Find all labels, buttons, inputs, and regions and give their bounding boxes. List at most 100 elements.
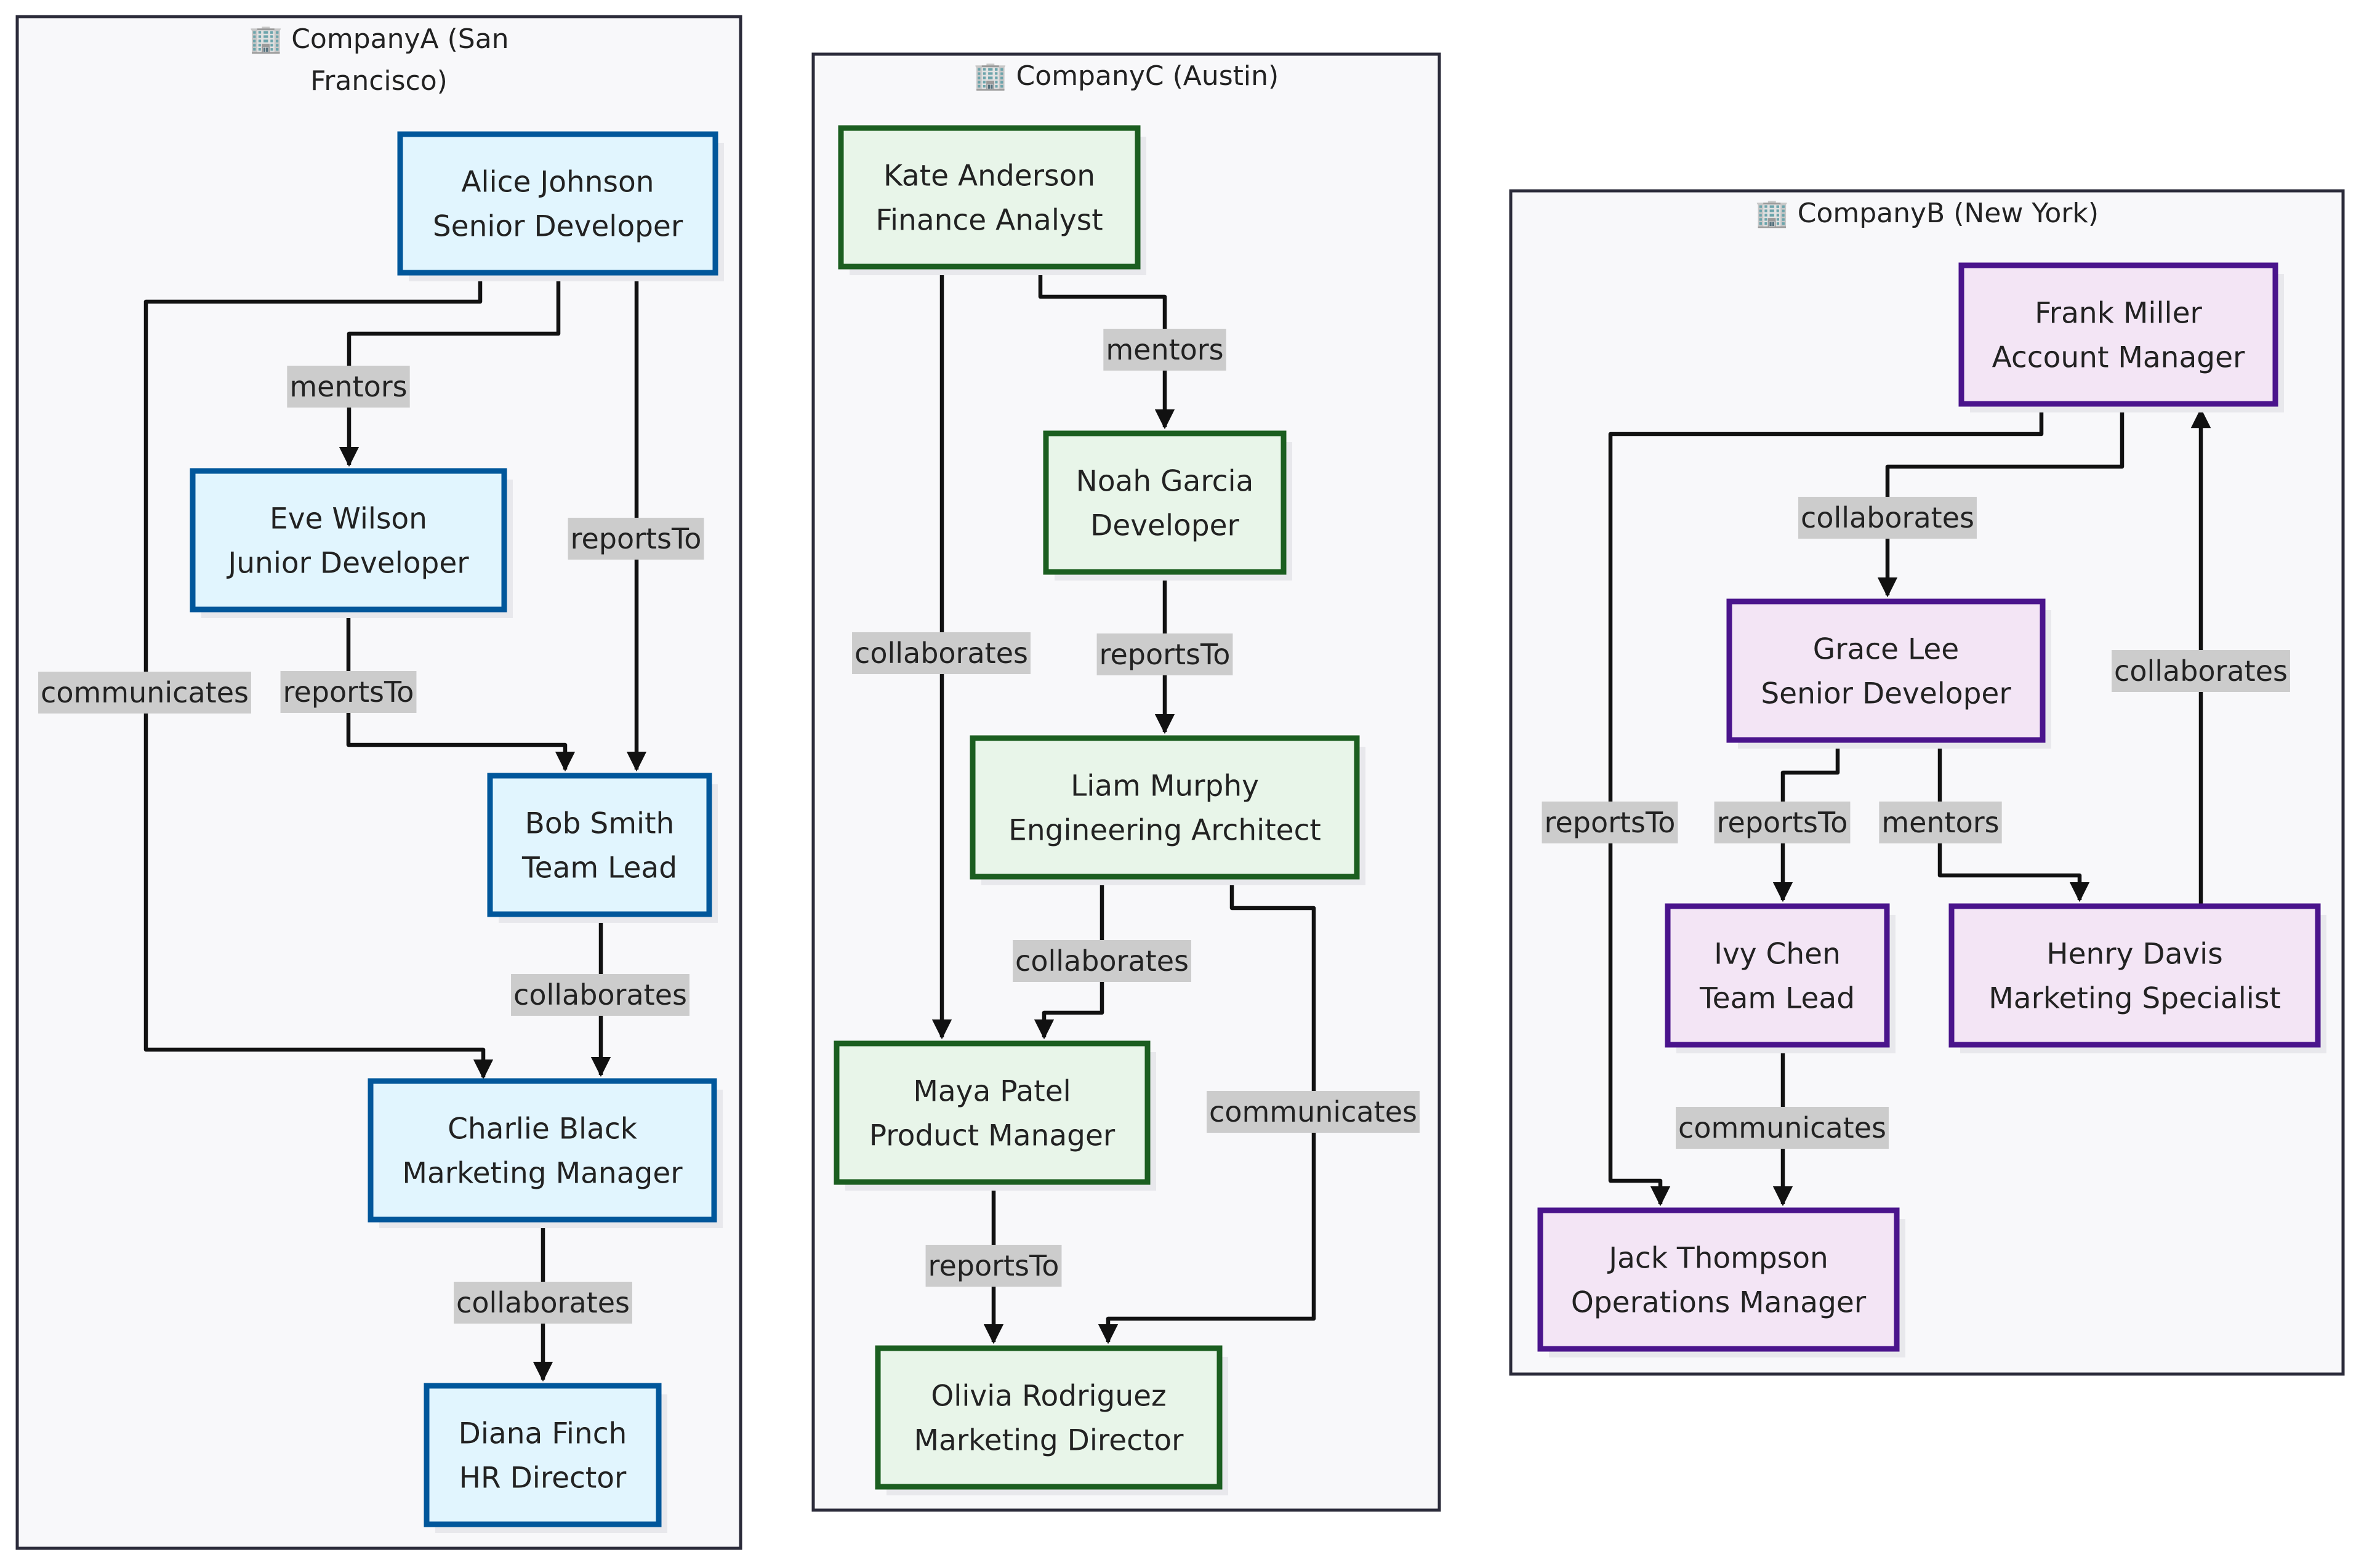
node-box[interactable] (970, 735, 1360, 880)
node-box[interactable] (1665, 903, 1890, 1048)
node-role: Junior Developer (226, 547, 469, 581)
node-role: Marketing Director (914, 1424, 1184, 1458)
edge-label-background (2112, 650, 2290, 692)
node-role: Senior Developer (1761, 677, 2011, 711)
edge-label-text: collaborates (1015, 944, 1189, 978)
edge-label-background (568, 518, 704, 560)
edge-label-text: reportsTo (1545, 806, 1676, 839)
node-name: Bob Smith (525, 807, 675, 841)
edge-label-liam-maya: collaborates (1013, 940, 1191, 982)
edge-label-alice-eve: mentors (287, 366, 410, 408)
node-box[interactable] (834, 1040, 1151, 1185)
node-name: Eve Wilson (270, 502, 427, 536)
cluster-title: 🏢 CompanyB (New York) (1755, 198, 2099, 229)
edge-label-kate-noah: mentors (1103, 329, 1226, 371)
node-role: Engineering Architect (1008, 814, 1321, 848)
node-box[interactable] (368, 1078, 717, 1223)
edge-label-grace-henry: mentors (1879, 802, 2002, 843)
node-name: Kate Anderson (883, 159, 1095, 193)
edge-label-text: communicates (1678, 1111, 1886, 1144)
edge-label-liam-olivia: communicates (1207, 1091, 1420, 1133)
node-role: Marketing Specialist (1988, 982, 2281, 1016)
edge-label-background (1798, 497, 1977, 539)
node-name: Jack Thompson (1607, 1242, 1828, 1276)
edge-label-text: collaborates (513, 978, 687, 1011)
edge-label-text: collaborates (456, 1286, 630, 1319)
edge-label-bob-charlie: collaborates (511, 974, 690, 1016)
edge-label-text: reportsTo (1717, 806, 1848, 839)
edge-label-background (1879, 802, 2002, 843)
node-role: Account Manager (1992, 341, 2245, 375)
edge-label-text: reportsTo (928, 1249, 1059, 1282)
node-box[interactable] (1043, 430, 1287, 575)
edge-label-text: communicates (1209, 1095, 1417, 1128)
node-box[interactable] (838, 125, 1141, 270)
edge-label-background (1542, 802, 1678, 843)
edge-label-background (280, 671, 417, 713)
edge-label-frank-grace: collaborates (1798, 497, 1977, 539)
node-role: Marketing Manager (402, 1157, 683, 1191)
edge-label-text: communicates (41, 676, 249, 709)
node-box[interactable] (1958, 262, 2278, 407)
node-name: Noah Garcia (1076, 465, 1254, 499)
node-role: Team Lead (1699, 982, 1855, 1016)
node-role: Finance Analyst (875, 204, 1103, 238)
node-name: Charlie Black (448, 1112, 638, 1146)
node-role: Operations Manager (1571, 1286, 1867, 1320)
node-name: Henry Davis (2046, 938, 2222, 971)
edge-label-background (38, 672, 251, 714)
node-box[interactable] (487, 773, 712, 917)
node-name: Frank Miller (2035, 297, 2202, 331)
node-role: Product Manager (869, 1119, 1116, 1153)
edge-label-henry-frank: collaborates (2112, 650, 2290, 692)
node-box[interactable] (875, 1345, 1223, 1490)
edge-label-text: reportsTo (283, 675, 414, 709)
edge-label-charlie-diana: collaborates (454, 1282, 632, 1324)
node-box[interactable] (424, 1383, 662, 1527)
cluster-title: 🏢 CompanyC (Austin) (974, 60, 1279, 92)
node-box[interactable] (1948, 903, 2321, 1048)
edge-label-background (287, 366, 410, 408)
edge-label-background (454, 1282, 632, 1324)
node-name: Diana Finch (459, 1417, 627, 1451)
edge-label-background (1207, 1091, 1420, 1133)
edge-label-kate-maya: collaborates (852, 632, 1031, 674)
node-name: Liam Murphy (1071, 770, 1259, 803)
node-box[interactable] (1726, 598, 2046, 743)
edge-label-background (1676, 1107, 1889, 1149)
node-name: Grace Lee (1813, 633, 1959, 667)
edge-label-text: mentors (1881, 806, 1999, 839)
node-name: Alice Johnson (461, 166, 654, 199)
node-box[interactable] (1537, 1207, 1900, 1352)
edge-label-ivy-jack: communicates (1676, 1107, 1889, 1149)
edge-label-text: mentors (289, 370, 407, 403)
cluster-title: Francisco) (310, 65, 448, 97)
edge-label-grace-ivy: reportsTo (1714, 802, 1851, 843)
edge-label-noah-liam: reportsTo (1096, 633, 1233, 675)
edge-label-background (1714, 802, 1851, 843)
edge-label-background (511, 974, 690, 1016)
edge-label-background (852, 632, 1031, 674)
node-name: Olivia Rodriguez (931, 1380, 1166, 1413)
node-box[interactable] (190, 468, 507, 613)
node-box[interactable] (397, 131, 718, 276)
edge-label-text: collaborates (854, 637, 1028, 670)
cluster-title: 🏢 CompanyA (San (249, 23, 509, 55)
node-role: Team Lead (521, 851, 677, 885)
